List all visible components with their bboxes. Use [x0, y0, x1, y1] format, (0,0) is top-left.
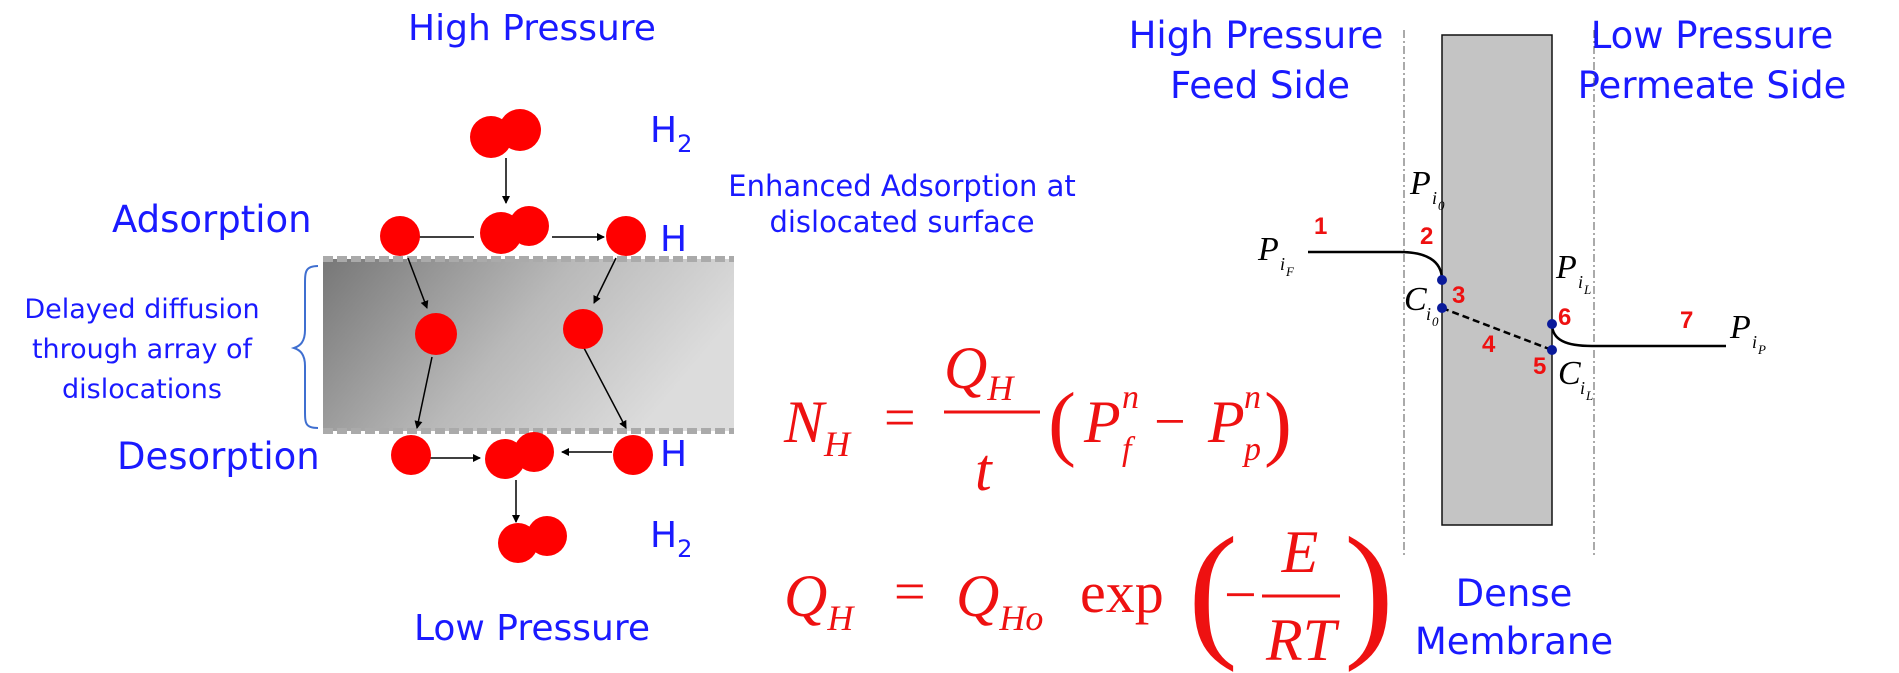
delayed-diffusion-line1: Delayed diffusion — [24, 294, 259, 325]
step-6: 6 — [1558, 304, 1571, 331]
svg-text:L: L — [1583, 282, 1591, 297]
label-p-if: P i F — [1257, 231, 1295, 279]
label-c-il: C i L — [1558, 355, 1593, 403]
svg-text:i: i — [1578, 272, 1583, 292]
feed-side-line1: High Pressure — [1129, 14, 1384, 57]
svg-text:C: C — [1558, 355, 1581, 392]
svg-text:i: i — [1752, 332, 1757, 352]
svg-text:t: t — [975, 437, 993, 503]
permeate-side-line2: Permeate Side — [1578, 64, 1847, 107]
svg-text:C: C — [1404, 281, 1427, 318]
svg-text:QH: QH — [944, 335, 1015, 408]
svg-text:0: 0 — [1438, 198, 1445, 213]
right-panel: High Pressure Feed Side Low Pressure Per… — [1129, 14, 1847, 663]
svg-text:P: P — [1257, 231, 1279, 268]
label-p-il: P i L — [1555, 249, 1591, 297]
step-3: 3 — [1452, 282, 1465, 309]
h-atom-desorbing-left — [391, 435, 431, 475]
h-atom-diffusing-right — [563, 309, 603, 349]
h2-molecule-bottom-b — [527, 516, 567, 556]
dense-membrane-line2: Membrane — [1415, 620, 1613, 663]
svg-text:QHo: QHo — [956, 563, 1043, 638]
svg-text:P: P — [1207, 389, 1245, 455]
svg-text:i: i — [1280, 254, 1285, 274]
svg-text:P: P — [1555, 249, 1577, 286]
svg-text:F: F — [1285, 264, 1295, 279]
equation-permeability: QH = QHo exp ( − E RT ) — [784, 507, 1394, 673]
svg-text:−: − — [1154, 391, 1186, 453]
svg-text:−: − — [1224, 562, 1257, 627]
left-panel: High Pressure Low Pressure Adsorption De… — [24, 8, 1075, 649]
step-4: 4 — [1482, 331, 1496, 358]
h2-molecule-recombine-b — [514, 432, 554, 472]
h-atom-desorbing-right — [613, 435, 653, 475]
point-p-i0 — [1437, 275, 1447, 285]
step-2: 2 — [1420, 223, 1433, 250]
h-atom-adsorbed-left — [380, 216, 420, 256]
svg-text:i: i — [1580, 378, 1585, 398]
svg-text:NH: NH — [783, 389, 852, 464]
permeate-side-line1: Low Pressure — [1591, 14, 1834, 57]
low-pressure-label: Low Pressure — [414, 608, 650, 649]
high-pressure-label: High Pressure — [408, 8, 656, 49]
svg-text:P: P — [1729, 309, 1751, 346]
enhanced-adsorption-line2: dislocated surface — [769, 205, 1034, 239]
svg-text:i: i — [1426, 304, 1431, 324]
h-atom-adsorbed-right — [606, 216, 646, 256]
svg-text:QH: QH — [784, 563, 855, 638]
svg-text:n: n — [1244, 379, 1261, 416]
svg-text:): ) — [1344, 507, 1394, 673]
h-atom-diffusing-left — [415, 313, 457, 355]
svg-text:E: E — [1281, 519, 1319, 585]
h-label-row3: H — [660, 434, 687, 475]
svg-text:): ) — [1264, 376, 1292, 469]
curly-brace — [290, 265, 319, 429]
label-p-ip: P i P — [1729, 309, 1766, 357]
point-c-i0 — [1437, 303, 1447, 313]
svg-text:n: n — [1122, 379, 1139, 416]
h-label-row1: H — [660, 219, 687, 260]
point-p-il — [1547, 319, 1557, 329]
membrane-concentration-line — [1441, 306, 1553, 352]
transport-arrows — [407, 158, 627, 523]
point-c-il — [1547, 345, 1557, 355]
svg-text:P: P — [1409, 165, 1431, 202]
svg-text:exp: exp — [1080, 560, 1164, 625]
delayed-diffusion-line3: dislocations — [62, 374, 222, 405]
svg-text:(: ( — [1188, 507, 1238, 673]
h2-top-label: H2 — [650, 110, 692, 158]
step-1: 1 — [1314, 213, 1327, 240]
svg-text:=: = — [894, 561, 926, 623]
label-c-i0: C i 0 — [1404, 281, 1439, 329]
feed-pressure-profile — [1308, 250, 1444, 281]
h2-bottom-label: H2 — [650, 515, 692, 563]
hydrogen-atoms — [380, 109, 653, 563]
h2-molecule-top-b — [499, 109, 541, 151]
svg-text:RT: RT — [1265, 607, 1340, 673]
label-p-i0: P i 0 — [1409, 165, 1445, 213]
svg-text:0: 0 — [1432, 314, 1439, 329]
equation-flux: NH = QH t ( P n f − P n p ) — [783, 335, 1292, 503]
svg-text:(: ( — [1048, 376, 1076, 469]
svg-text:L: L — [1585, 388, 1593, 403]
svg-text:P: P — [1757, 342, 1766, 357]
svg-text:p: p — [1242, 431, 1261, 468]
dense-membrane — [1441, 34, 1553, 526]
step-5: 5 — [1533, 353, 1546, 380]
delayed-diffusion-line2: through array of — [32, 334, 254, 365]
adsorption-label: Adsorption — [112, 198, 312, 241]
svg-text:f: f — [1122, 431, 1136, 468]
svg-text:i: i — [1432, 188, 1437, 208]
metal-membrane-slab — [323, 259, 734, 431]
svg-text:=: = — [884, 387, 916, 449]
permeate-pressure-profile — [1550, 323, 1726, 348]
svg-text:P: P — [1083, 389, 1121, 455]
step-7: 7 — [1680, 307, 1693, 334]
desorption-label: Desorption — [117, 435, 320, 478]
enhanced-adsorption-line1: Enhanced Adsorption at — [728, 169, 1075, 203]
dense-membrane-line1: Dense — [1456, 572, 1573, 615]
h2-molecule-surface-b — [509, 206, 549, 246]
feed-side-line2: Feed Side — [1170, 64, 1350, 107]
